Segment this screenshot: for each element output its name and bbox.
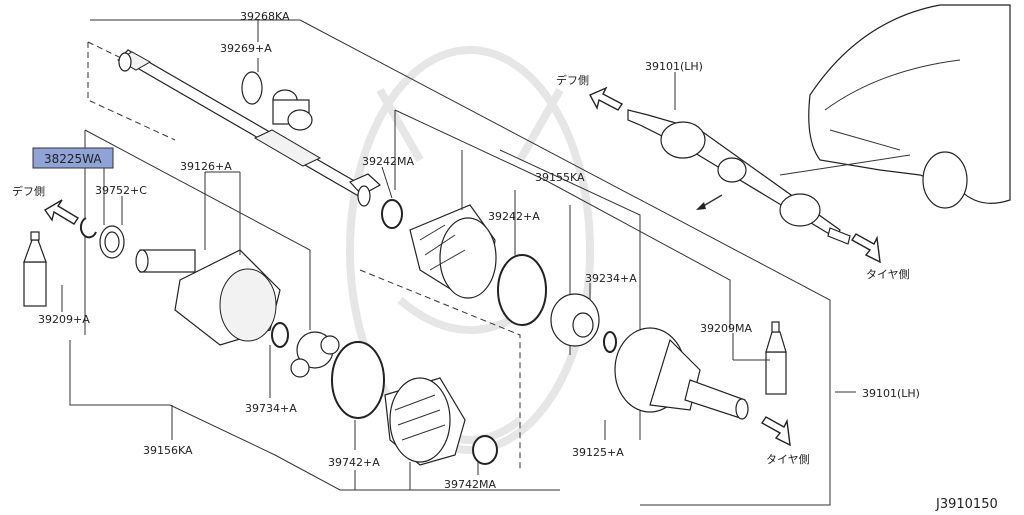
outer-joint[interactable] bbox=[614, 327, 749, 420]
label-39734A[interactable]: 39734+A bbox=[245, 402, 297, 415]
label-39126A[interactable]: 39126+A bbox=[180, 160, 232, 173]
label-39156KA[interactable]: 39156KA bbox=[143, 444, 193, 457]
assembly-frame bbox=[90, 19, 831, 506]
boot-band-39242MA[interactable] bbox=[381, 199, 403, 229]
inner-frame-lines bbox=[69, 109, 731, 491]
boot-band-39742MA[interactable] bbox=[472, 435, 498, 465]
highlighted-part-box bbox=[32, 147, 114, 169]
label-39155KA[interactable]: 39155KA bbox=[535, 171, 585, 184]
label-39242A[interactable]: 39242+A bbox=[488, 210, 540, 223]
label-38225WA[interactable]: 38225WA bbox=[44, 152, 102, 166]
snap-ring-39734A[interactable] bbox=[271, 322, 289, 348]
assembly-arrow bbox=[696, 194, 723, 210]
diff-side-arrow-top bbox=[589, 86, 624, 111]
driveshaft-assembly-39101[interactable] bbox=[627, 109, 851, 245]
label-39268KA[interactable]: 39268KA bbox=[240, 10, 290, 23]
boot-band-39742A[interactable] bbox=[331, 341, 385, 419]
label-39242MA[interactable]: 39242MA bbox=[362, 155, 414, 168]
shaft-dashed-frame bbox=[87, 41, 176, 141]
label-39101LH-top[interactable]: 39101(LH) bbox=[645, 60, 703, 73]
label-39209MA[interactable]: 39209MA bbox=[700, 322, 752, 335]
damper-39268KA[interactable] bbox=[272, 89, 313, 131]
label-39269A[interactable]: 39269+A bbox=[220, 42, 272, 55]
label-diff-side-top: デフ側 bbox=[556, 73, 589, 87]
label-39125A[interactable]: 39125+A bbox=[572, 446, 624, 459]
label-39752C[interactable]: 39752+C bbox=[95, 184, 147, 197]
housing-39126A[interactable] bbox=[135, 249, 281, 346]
label-39209A[interactable]: 39209+A bbox=[38, 313, 90, 326]
label-39742MA[interactable]: 39742MA bbox=[444, 478, 496, 491]
band-39242A[interactable] bbox=[497, 254, 547, 326]
label-39101LH-right[interactable]: 39101(LH) bbox=[862, 387, 920, 400]
circlip-38225WA[interactable] bbox=[79, 217, 97, 239]
label-tire-side-top: タイヤ側 bbox=[866, 268, 910, 281]
circlip-small[interactable] bbox=[603, 331, 617, 353]
label-39234A[interactable]: 39234+A bbox=[585, 272, 637, 285]
label-tire-side-bottom: タイヤ側 bbox=[766, 453, 810, 466]
watermark-emblem bbox=[346, 46, 594, 454]
leader-lines bbox=[61, 20, 856, 490]
seal-39752C[interactable] bbox=[99, 225, 125, 259]
band-39269A[interactable] bbox=[241, 71, 263, 105]
tire-side-arrow-top bbox=[850, 233, 881, 264]
axle-shaft-39155KA[interactable] bbox=[116, 49, 382, 207]
boot-inner[interactable] bbox=[384, 377, 466, 466]
grease-tube-39209MA[interactable] bbox=[765, 321, 787, 395]
figure-code: J3910150 bbox=[935, 497, 998, 511]
car-illustration bbox=[779, 4, 1011, 209]
inner-race-39234A[interactable] bbox=[550, 293, 600, 347]
spider-assembly[interactable] bbox=[290, 331, 340, 378]
grease-tube-39209A[interactable] bbox=[23, 231, 47, 307]
tire-side-arrow-bottom bbox=[760, 416, 791, 447]
label-39742A[interactable]: 39742+A bbox=[328, 456, 380, 469]
diff-side-arrow-left bbox=[43, 199, 79, 225]
label-diff-side-left: デフ側 bbox=[12, 184, 45, 198]
boot-outer[interactable] bbox=[409, 204, 497, 299]
